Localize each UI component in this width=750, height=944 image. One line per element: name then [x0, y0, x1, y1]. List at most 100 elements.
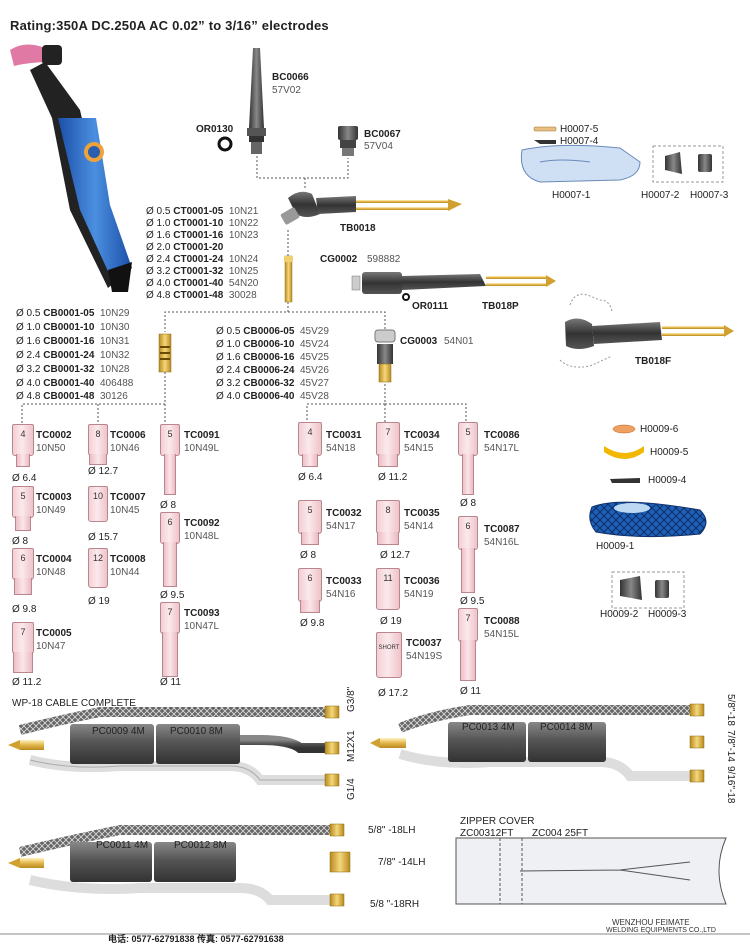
tc0037-alt: 54N19S	[406, 651, 443, 662]
nozzle-tc0088: 7	[458, 608, 478, 642]
tc0037-dia: Ø 17.2	[378, 688, 409, 699]
zipper-a: ZC00312FT	[460, 828, 514, 839]
bc0067-code: BC0067	[364, 129, 401, 140]
pc0013-label: PC0013 4M	[462, 722, 515, 733]
cable-set-3	[8, 823, 351, 907]
cable-complete-title: WP-18 CABLE COMPLETE	[12, 698, 136, 709]
footer-phone: 电话: 0577-62791838 传真: 0577-62791638	[108, 934, 284, 944]
nozzle-tc0031: 4	[298, 422, 322, 456]
tc0035-alt: 54N14	[404, 521, 434, 532]
tb018p-code: TB018P	[482, 301, 519, 312]
gas-lens	[374, 329, 396, 383]
h0009-1-label: H0009-1	[596, 541, 635, 552]
torch-photo	[10, 44, 132, 292]
h0007-5-label: H0007-5	[560, 124, 599, 135]
nozzle-tc0037: SHORT	[376, 632, 402, 678]
tc0006-dia: Ø 12.7	[88, 466, 119, 477]
cg0003-code: CG0003	[400, 336, 438, 347]
torch-body-pencil	[351, 272, 556, 301]
handle-h0007	[520, 126, 724, 183]
nozzle-tc0034: 7	[376, 422, 400, 456]
tc0004-dia: Ø 9.8	[12, 604, 37, 615]
tc0087-alt: 54N16L	[484, 537, 520, 548]
collet	[284, 255, 293, 303]
nozzle-tc0002: 4	[12, 424, 34, 456]
tc0036-alt: 54N19	[404, 589, 434, 600]
tc0003-alt: 10N49	[36, 505, 66, 516]
nozzle-tail	[13, 652, 33, 673]
footer-brand-2: WELDING EQUIPMENTS CO.,LTD	[606, 927, 716, 934]
h0007-2-label: H0007-2	[641, 190, 680, 201]
cable-set-1	[8, 705, 340, 787]
long-back-cap	[247, 48, 266, 154]
nozzle-tail	[163, 542, 177, 587]
tc0002-dia: Ø 6.4	[12, 473, 37, 484]
pc0014-label: PC0014 8M	[540, 722, 593, 733]
cable-set-2	[370, 703, 705, 783]
fit-g38: G3/8"	[346, 686, 357, 712]
or0130-code: OR0130	[196, 124, 234, 135]
cg0002-alt: 598882	[367, 254, 401, 265]
cg0003-alt: 54N01	[444, 336, 474, 347]
tb018f-code: TB018F	[635, 356, 672, 367]
nozzle-tail	[16, 454, 30, 467]
nozzle-tc0035: 8	[376, 500, 400, 534]
nozzle-tail	[377, 532, 399, 545]
tc0034-alt: 54N15	[404, 443, 434, 454]
tc0032-alt: 54N17	[326, 521, 356, 532]
tc0004-alt: 10N48	[36, 567, 66, 578]
short-back-cap	[338, 126, 358, 156]
tc0086-alt: 54N17L	[484, 443, 520, 454]
h0007-1-label: H0007-1	[552, 190, 591, 201]
nozzle-tc0007: 10	[88, 486, 108, 522]
nozzle-tc0087: 6	[458, 516, 478, 550]
tc0036-dia: Ø 19	[380, 616, 402, 627]
tc0031-alt: 54N18	[326, 443, 356, 454]
nozzle-tail	[462, 454, 474, 495]
tc0007-dia: Ø 15.7	[88, 532, 119, 543]
zipper-title: ZIPPER COVER	[460, 816, 535, 827]
tc0092-dia: Ø 9.5	[160, 590, 185, 601]
tc0033-alt: 54N16	[326, 589, 356, 600]
h0009-2-label: H0009-2	[600, 609, 639, 620]
tc0034-dia: Ø 11.2	[378, 472, 408, 483]
tc0002-alt: 10N50	[36, 443, 66, 454]
torch-body-flex	[559, 293, 734, 368]
torch-body	[280, 191, 462, 225]
nozzle-tail	[15, 516, 31, 531]
fit-g14: G1/4	[346, 778, 357, 800]
footer-brand-1: WENZHOU FEIMATE	[612, 918, 690, 927]
tc0006-alt: 10N46	[110, 443, 140, 454]
tc0093-alt: 10N47L	[184, 621, 220, 632]
tc0035-dia: Ø 12.7	[380, 550, 411, 561]
tc0008-dia: Ø 19	[88, 596, 110, 607]
nozzle-tail	[301, 532, 319, 545]
o-ring	[217, 136, 233, 152]
tc0086-dia: Ø 8	[460, 498, 477, 509]
nozzle-tc0092: 6	[160, 512, 180, 544]
tc0091-dia: Ø 8	[160, 500, 177, 511]
h0007-4-label: H0007-4	[560, 136, 599, 147]
tc0007-alt: 10N45	[110, 505, 140, 516]
pc0012-label: PC0012 8M	[174, 840, 227, 851]
tc0005-alt: 10N47	[36, 641, 66, 652]
nozzle-tail	[460, 640, 476, 681]
handle-h0009	[589, 424, 707, 609]
nozzle-tail	[300, 600, 320, 613]
connector-lines	[21, 156, 467, 424]
nozzle-tc0032: 5	[298, 500, 322, 534]
tc0088-dia: Ø 11	[460, 686, 481, 697]
tc0033-dia: Ø 9.8	[300, 618, 325, 629]
nozzle-tail	[14, 578, 32, 595]
fit-916-18: 9/16"-18	[725, 766, 736, 804]
nozzle-tail	[378, 454, 398, 467]
nozzle-tail	[89, 454, 107, 465]
nozzle-tc0006: 8	[88, 424, 108, 456]
zipper-cover	[455, 837, 727, 905]
tc0005-dia: Ø 11.2	[12, 677, 42, 688]
h0009-3-label: H0009-3	[648, 609, 687, 620]
tc0092-alt: 10N48L	[184, 531, 220, 542]
tc0031-dia: Ø 6.4	[298, 472, 323, 483]
tc0093-dia: Ø 11	[160, 677, 181, 688]
